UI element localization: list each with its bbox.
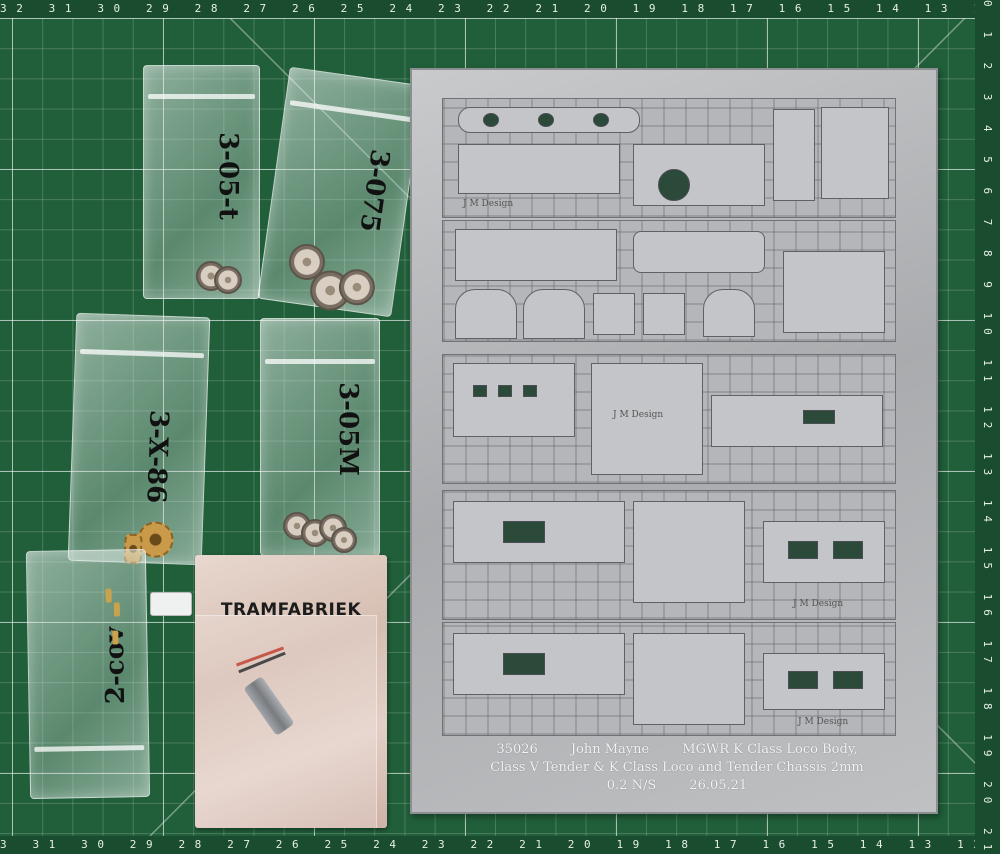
fret-caption-line-2: Class V Tender & K Class Loco and Tender… [490,760,864,775]
ruler-right: 0 1 2 3 4 5 6 7 8 9 10 11 12 13 14 15 16… [975,0,1000,854]
ruler-bottom: 3 31 30 29 28 27 26 25 24 23 22 21 20 19… [0,836,1000,854]
bag-label: 3-075 [353,147,395,234]
fret-part [821,107,889,199]
fret-panel-3: J M Design [442,354,896,484]
bag-zip [34,745,145,752]
fret-part [763,653,885,710]
parts-bag-5: 2-cov [25,548,151,800]
fret-panel-4: J M Design [442,490,896,620]
bag-label: 3-X-86 [140,409,174,504]
fret-part [458,144,620,194]
etch-mark: J M Design [798,717,849,727]
fret-panel-2 [442,220,896,342]
fret-part [773,109,815,201]
brass-pin [105,588,112,603]
card-brand: TRAMFABRIEK [220,600,362,620]
fret-hole [523,385,537,397]
fret-caption-line-3: 0.2 N/S 26.05.21 [606,778,748,793]
fret-part [633,501,745,603]
fret-part [593,293,635,335]
plastic-block [150,592,192,616]
brass-pin [112,630,119,645]
fret-hole [833,541,863,559]
motor-card: TRAMFABRIEK [195,555,387,828]
parts-bag-1: 3-05-t [143,65,260,299]
bag-zip [148,94,255,99]
etch-mark: J M Design [613,410,664,420]
parts-bag-4: 3-05M [260,318,380,556]
fret-part [455,229,617,281]
fret-hole [503,653,545,675]
bag-zip [265,359,375,364]
fret-part [633,231,765,273]
bag-label: 3-05M [332,382,363,476]
fret-part [643,293,685,335]
etch-mark: J M Design [793,599,844,609]
fret-hole [833,671,863,689]
card-bag-overlay [195,615,377,828]
fret-hole [498,385,512,397]
fret-part [763,521,885,583]
fret-hole [803,410,835,424]
fret-part [711,395,883,447]
etched-fret-sheet: J M Design J M Design J M Design [410,68,938,814]
fret-part [633,633,745,725]
wheel [214,266,242,294]
fret-part [703,289,755,337]
parts-bag-3: 3-X-86 [67,312,211,566]
fret-part [783,251,885,333]
fret-part [633,144,765,206]
bag-zip [289,100,415,123]
bag-label: 3-05-t [212,132,243,220]
fret-hole [503,521,545,543]
fret-part [523,289,585,339]
ruler-top: 32 31 30 29 28 27 26 25 24 23 22 21 20 1… [0,0,1000,18]
fret-part [455,289,517,339]
fret-hole [658,169,690,201]
fret-hole [473,385,487,397]
fret-panel-1: J M Design [442,98,896,218]
fret-hole [483,113,499,127]
fret-hole [788,541,818,559]
fret-caption-line-1: 35026 John Mayne MGWR K Class Loco Body, [496,742,858,757]
fret-part [591,363,703,475]
fret-part [453,363,575,437]
fret-hole [788,671,818,689]
fret-hole [593,113,609,127]
fret-hole [538,113,554,127]
etch-mark: J M Design [463,199,514,209]
fret-panel-5: J M Design [442,622,896,736]
brass-pin [113,602,121,617]
bag-zip [79,348,205,359]
wheel [331,527,357,553]
